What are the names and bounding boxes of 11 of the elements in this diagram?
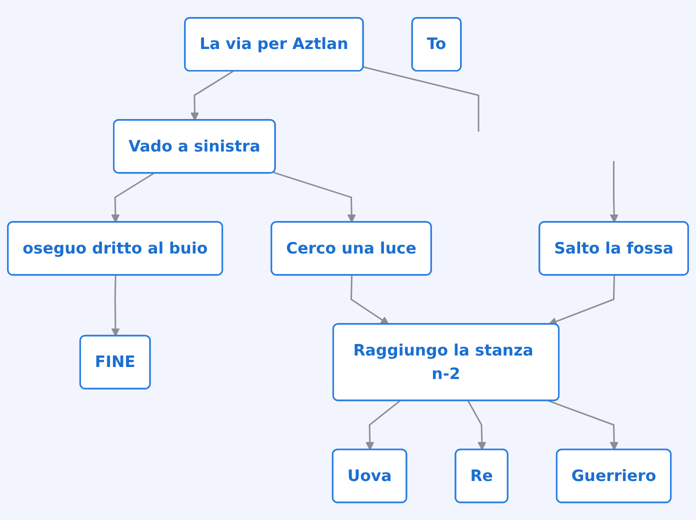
- arrow: [366, 400, 400, 450]
- arrow: [548, 400, 618, 450]
- arrow: [190, 70, 234, 121]
- arrow: [350, 275, 390, 325]
- arrow: [111, 172, 154, 223]
- arrow: [468, 400, 486, 450]
- arrow: [548, 275, 615, 326]
- connector: [363, 66, 480, 132]
- arrow: [111, 275, 120, 336]
- arrow: [273, 172, 356, 223]
- arrow: [610, 160, 618, 223]
